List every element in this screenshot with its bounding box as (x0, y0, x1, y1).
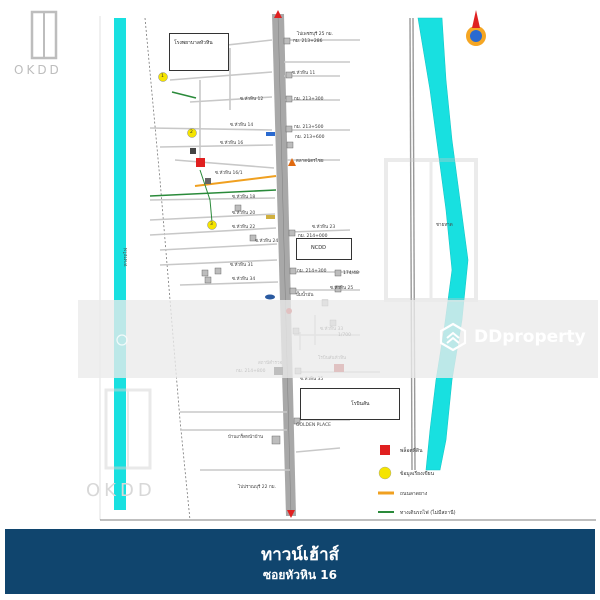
ford-icon (265, 294, 275, 300)
km-label: กม. 213+600 (295, 135, 325, 140)
landmark-label: โรงพยาบาลหัวหิน (174, 40, 213, 46)
dashed-line (144, 17, 191, 521)
point-label: 1 (161, 74, 164, 79)
soi-label: ซ.หัวหิน 23 (312, 225, 336, 230)
legend-red-square (380, 445, 390, 455)
ddproperty-watermark-icon (116, 334, 128, 346)
footer-title: ทาวน์เฮ้าส์ (260, 545, 340, 565)
footer-subtitle: ซอยหัวหิน 16 (262, 568, 338, 582)
km-label: กม. 214+000 (298, 234, 328, 239)
legend-item-point: ข้อมูลเรียงเขียน (400, 471, 435, 477)
sea-left (114, 18, 126, 510)
okdd-logo-text: OKDD (14, 63, 62, 77)
main-highway (272, 14, 296, 516)
point-label: 2 (190, 130, 193, 135)
landmark-box-top: โรงพยาบาลหัวหิน (169, 33, 229, 71)
sign-icon-2 (266, 215, 275, 219)
soi-label: ซ.หัวหิน 12 (240, 97, 264, 102)
landmark-label: ตลาดฉัตรไชย (296, 159, 324, 164)
ddproperty-logo-text: DDproperty (474, 327, 586, 347)
soi-label: ซ.หัวหิน 34 (232, 277, 256, 282)
legend-item-rail: ทางเดินรถไฟ (ไม่มีสถานี) (400, 510, 456, 516)
footer-banner: ทาวน์เฮ้าส์ ซอยหัวหิน 16 (5, 529, 595, 594)
green-spur (171, 91, 197, 99)
landmark-box-robinson: โรบินสัน (300, 388, 400, 420)
landmark-label: โรบินสัน (351, 401, 370, 407)
beach-label: ชายหาด (436, 223, 453, 228)
km-label: กม. 213+286 (293, 39, 323, 44)
soi-label: ซ.หัวหิน 35 (300, 377, 324, 382)
railway-line (409, 17, 416, 471)
ddproperty-logo-icon (439, 322, 467, 352)
point-label: 3 (210, 222, 213, 227)
okdd-watermark-icon (384, 158, 478, 302)
legend-item-road: ถนนลาดยาง (400, 491, 428, 497)
landmark-label: NCDD (311, 245, 326, 251)
soi-label: ซ.หัวหิน 31 (230, 263, 254, 268)
soi-label: ซ.หัวหิน 11 (292, 71, 316, 76)
landmark-label: ปั๊มน้ำมัน (296, 293, 314, 298)
orange-road (194, 175, 277, 187)
soi-label: ซ.หัวหิน 25 (330, 286, 354, 291)
road-label-bottom: ไปปราณบุรี 22 กม. (238, 485, 277, 490)
landmark-label: GOLDEN PLACE (296, 423, 331, 428)
point-markers (158, 72, 217, 230)
soi-label: ซ.หัวหิน 16/1 (215, 171, 243, 176)
sign-icon (266, 132, 275, 136)
ddproperty-logo: DDproperty (438, 322, 586, 352)
watermark-band (78, 300, 598, 378)
soi-label: ซ.หัวหิน 16 (220, 141, 244, 146)
legend-yellow-circle (378, 466, 392, 480)
km-label: กม. 213+300 (294, 97, 324, 102)
okdd-watermark-icon-bottom (104, 388, 152, 470)
arrow-north (274, 10, 282, 18)
green-spur-2 (199, 169, 213, 223)
okdd-watermark-text: OKDD (86, 480, 156, 501)
soi-label: ซ.หัวหิน 22 (232, 225, 256, 230)
km-label: 174/48 (343, 271, 359, 276)
km-label: กม. 214+300 (297, 269, 327, 274)
landmark-box-middle: NCDD (296, 238, 352, 260)
railway-vertical-label: ทางรถไฟ (123, 248, 129, 267)
landmark-label: บ้านเกร็ดหน้าบ้าน (228, 435, 264, 440)
arrow-south (287, 510, 295, 518)
gas-station-icon (288, 158, 296, 166)
property-marker[interactable] (196, 158, 205, 167)
label-top-right: ไปเพชรบุรี 25 กม. (297, 32, 334, 37)
soi-label: ซ.หัวหิน 18 (232, 195, 256, 200)
side-roads (149, 39, 380, 471)
soi-label: ซ.หัวหิน 24 (255, 239, 279, 244)
soi-label: ซ.หัวหิน 20 (232, 211, 256, 216)
green-line (149, 189, 277, 197)
soi-label: ซ.หัวหิน 14 (230, 123, 254, 128)
km-label: กม. 213+500 (294, 125, 324, 130)
okdd-logo-icon (30, 10, 58, 60)
compass-icon (466, 10, 486, 46)
legend-item-property: พล็อตที่ดิน (400, 448, 423, 454)
